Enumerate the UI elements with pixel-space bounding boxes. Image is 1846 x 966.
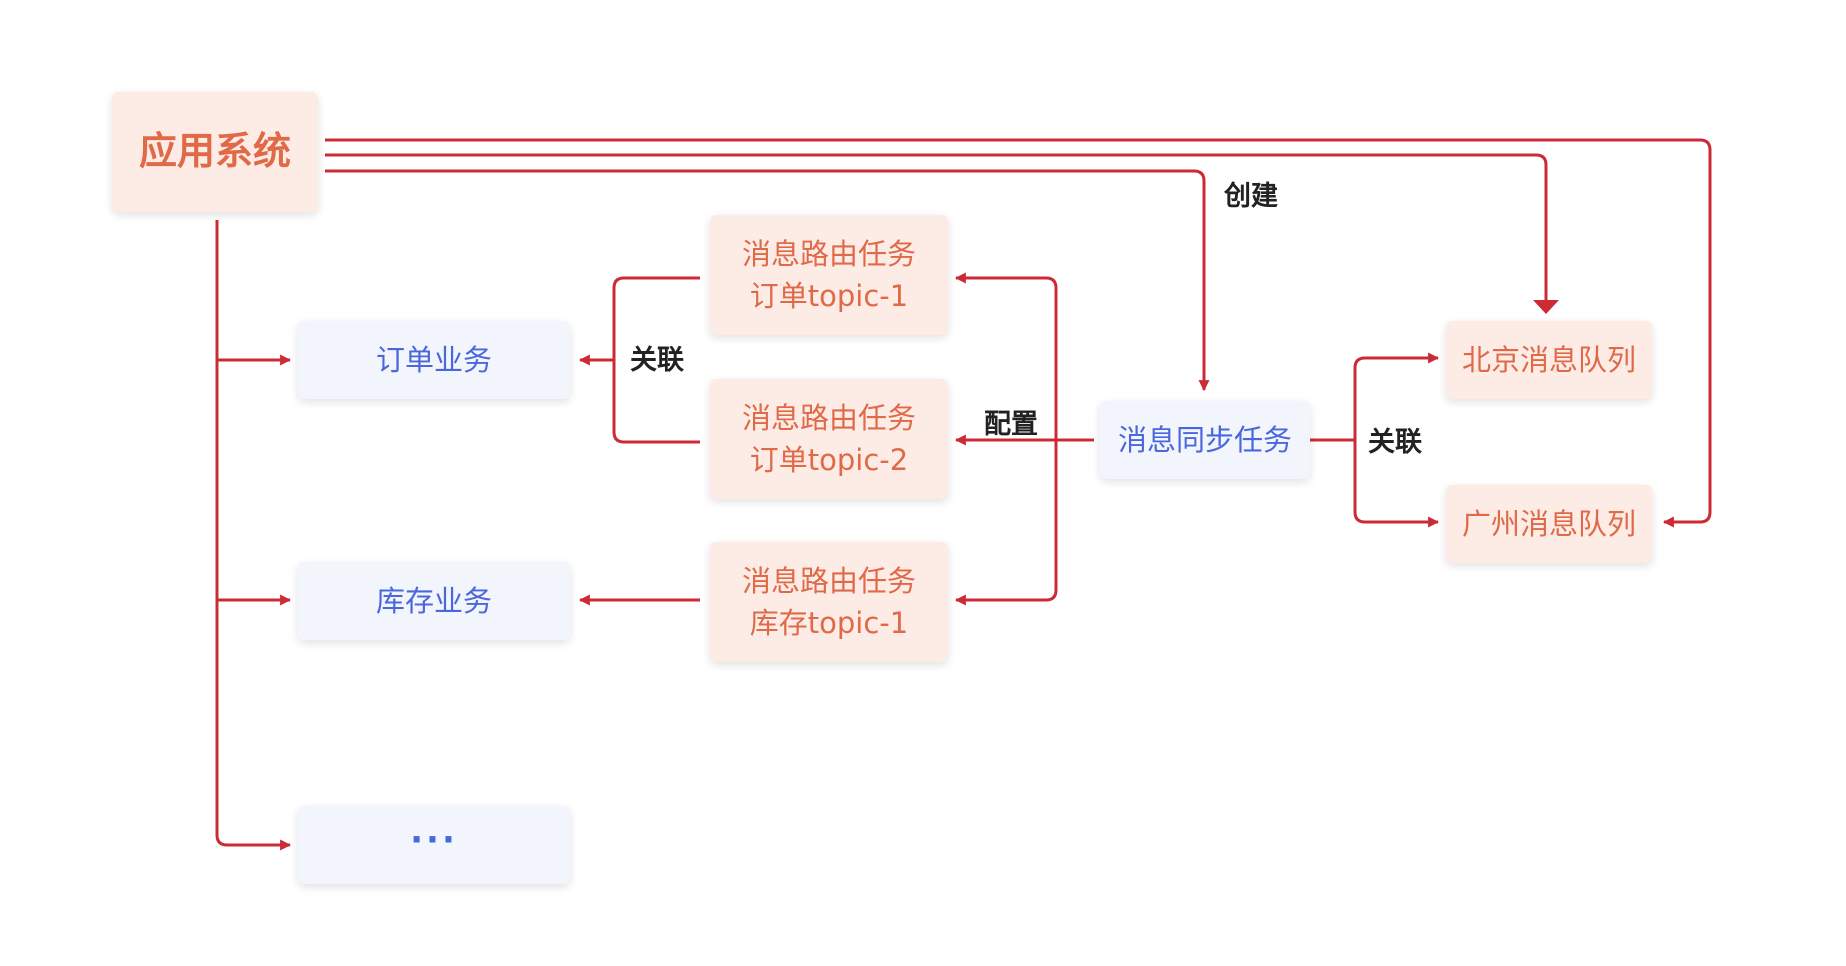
node-route-task-2-line2: 订单topic-2 — [749, 443, 909, 477]
edge-label-configure: 配置 — [984, 409, 1038, 440]
node-guangzhou-queue[interactable]: 广州消息队列 — [1446, 485, 1652, 563]
edge-label-associate-left: 关联 — [630, 345, 684, 376]
edge-label-associate-right: 关联 — [1368, 427, 1422, 458]
node-route-task-2[interactable]: 消息路由任务 订单topic-2 — [710, 379, 948, 499]
edge-sync-to-guangzhou — [1353, 440, 1440, 528]
node-sync-task[interactable]: 消息同步任务 — [1100, 401, 1310, 479]
edge-bracket-to-route3 — [954, 440, 1058, 606]
edge-label-create: 创建 — [1224, 181, 1278, 212]
edge-app-to-guangzhou — [325, 138, 1712, 528]
node-guangzhou-queue-label: 广州消息队列 — [1461, 506, 1636, 541]
edge-app-to-order — [215, 220, 292, 366]
node-app-system-label: 应用系统 — [138, 129, 291, 174]
node-inventory-business-label: 库存业务 — [375, 583, 492, 618]
node-route-task-1[interactable]: 消息路由任务 订单topic-1 — [710, 215, 948, 335]
node-route-task-1-line1: 消息路由任务 — [741, 236, 916, 271]
node-beijing-queue-label: 北京消息队列 — [1461, 342, 1636, 377]
node-sync-task-label: 消息同步任务 — [1117, 422, 1292, 457]
node-route-task-2-line1: 消息路由任务 — [741, 400, 916, 435]
node-order-business-label: 订单业务 — [375, 342, 492, 377]
node-order-business[interactable]: 订单业务 — [298, 321, 570, 399]
node-more-label: ··· — [410, 820, 458, 860]
arrowhead-beijing — [1533, 300, 1559, 314]
edge-app-to-more — [215, 600, 292, 851]
node-app-system[interactable]: 应用系统 — [112, 92, 318, 212]
node-route-task-3-line2: 库存topic-1 — [749, 606, 909, 640]
node-route-task-3-line1: 消息路由任务 — [741, 563, 916, 598]
node-inventory-business[interactable]: 库存业务 — [298, 562, 570, 640]
edge-bracket-to-route1 — [954, 272, 1058, 440]
node-more[interactable]: ··· — [298, 806, 570, 884]
node-route-task-3[interactable]: 消息路由任务 库存topic-1 — [710, 542, 948, 662]
edge-sync-to-beijing — [1353, 352, 1440, 440]
node-beijing-queue[interactable]: 北京消息队列 — [1446, 321, 1652, 399]
edge-app-to-sync — [325, 169, 1210, 392]
edge-app-to-beijing — [325, 153, 1548, 311]
node-route-task-1-line2: 订单topic-1 — [749, 279, 909, 313]
edge-app-to-inventory — [215, 360, 292, 606]
